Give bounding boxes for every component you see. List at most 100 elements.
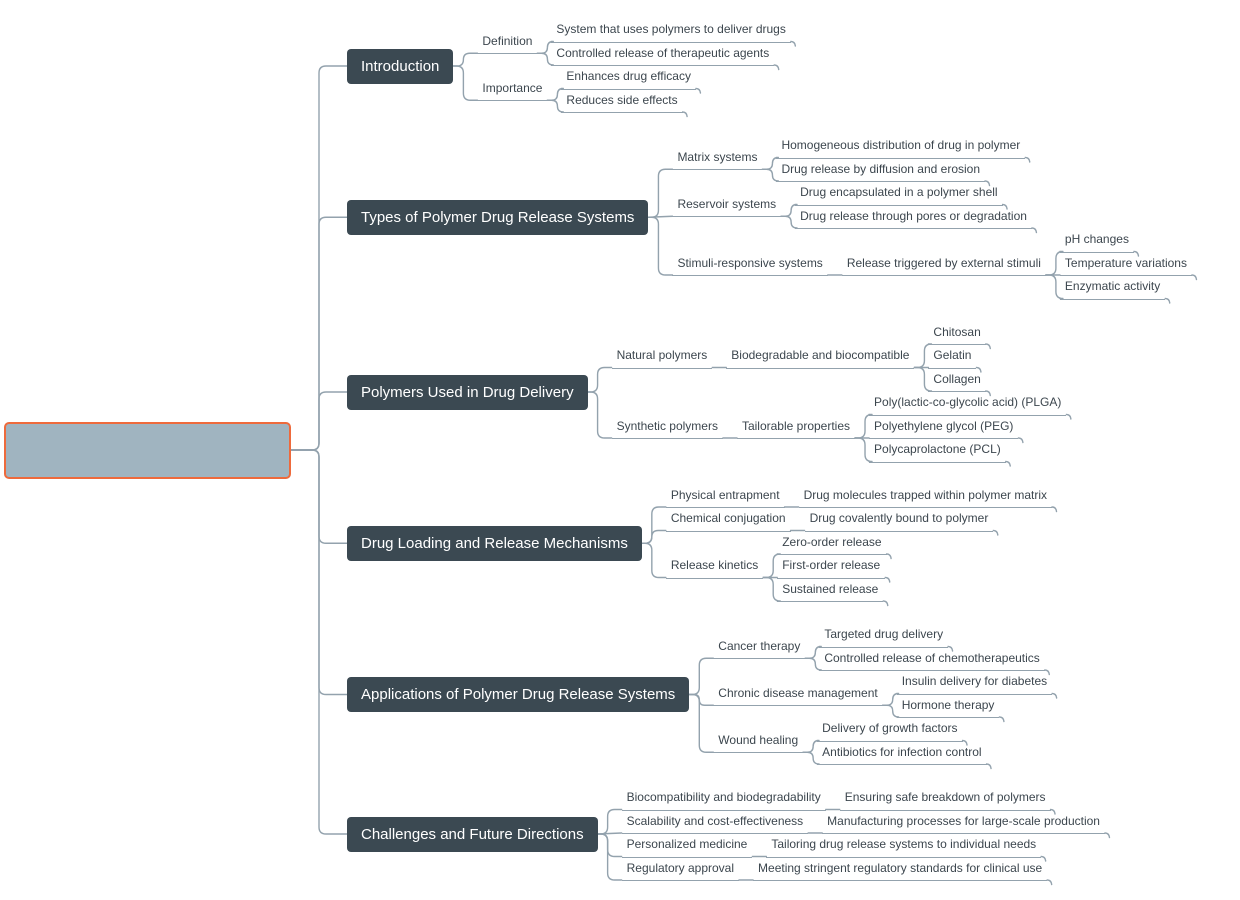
mindmap-row: Reservoir systems Drug encapsulated in a … [672, 182, 1192, 229]
leaf-topic-node[interactable]: Homogeneous distribution of drug in poly… [776, 135, 1026, 159]
leaf-topic-node[interactable]: Drug release through pores or degradatio… [795, 206, 1032, 229]
subtopic-node[interactable]: Cancer therapy [713, 636, 806, 660]
mindmap-row: Antibiotics for infection control [817, 742, 987, 765]
node-label: Drug encapsulated in a polymer shell [800, 185, 998, 199]
main-topic-node[interactable]: Challenges and Future Directions [347, 816, 598, 852]
leaf-topic-node[interactable]: Poly(lactic-co-glycolic acid) (PLGA) [869, 392, 1067, 416]
leaf-topic-node[interactable]: Drug molecules trapped within polymer ma… [798, 485, 1052, 508]
node-label: Applications of Polymer Drug Release Sys… [361, 686, 676, 703]
node-label: Enzymatic activity [1064, 279, 1161, 293]
leaf-topic-node[interactable]: Hormone therapy [896, 695, 1000, 718]
leaf-topic-node[interactable]: Drug release by diffusion and erosion [776, 159, 986, 182]
mindmap-row: Drug encapsulated in a polymer shell [795, 182, 1032, 206]
node-label: Antibiotics for infection control [822, 744, 982, 759]
leaf-topic-node[interactable]: First-order release [777, 555, 886, 579]
subtopic-node[interactable]: Biodegradable and biocompatible [726, 345, 915, 369]
leaf-topic-node[interactable]: Collagen [928, 369, 986, 392]
main-topic-node[interactable]: Applications of Polymer Drug Release Sys… [347, 677, 690, 712]
leaf-topic-node[interactable]: Drug covalently bound to polymer [804, 508, 994, 532]
leaf-topic-node[interactable]: Delivery of growth factors [817, 718, 963, 742]
node-label: Scalability and cost-effectiveness [626, 813, 804, 828]
mindmap-row: Stimuli-responsive systems Release trigge… [672, 229, 1192, 300]
mindmap-row: Matrix systems Homogeneous distribution o… [672, 135, 1192, 182]
subtopic-node[interactable]: Release kinetics [665, 555, 764, 579]
leaf-topic-node[interactable]: Antibiotics for infection control [817, 742, 987, 765]
node-label: Types of Polymer Drug Release Systems [361, 208, 635, 226]
subtopic-node[interactable]: Release triggered by external stimuli [841, 253, 1046, 276]
main-topic-node[interactable]: Polymers Used in Drug Delivery [347, 374, 588, 410]
leaf-topic-node[interactable]: Tailoring drug release systems to indivi… [766, 834, 1042, 858]
subtopic-node[interactable]: Definition [477, 31, 538, 55]
children-group: Drug covalently bound to polymer [804, 508, 994, 532]
mindmap-row: Tailoring drug release systems to indivi… [766, 834, 1042, 858]
leaf-topic-node[interactable]: Targeted drug delivery [819, 624, 949, 648]
node-label: Tailorable properties [741, 418, 851, 433]
children-group: Manufacturing processes for large-scale … [822, 811, 1105, 834]
leaf-topic-node[interactable]: Ensuring safe breakdown of polymers [839, 787, 1051, 811]
leaf-topic-node[interactable]: Meeting stringent regulatory standards f… [753, 858, 1048, 881]
children-group: System that uses polymers to deliver dru… [551, 19, 791, 66]
node-label: Controlled release of therapeutic agents [556, 45, 770, 60]
subtopic-node[interactable]: Synthetic polymers [611, 416, 723, 439]
connector-path [1191, 274, 1198, 281]
leaf-topic-node[interactable]: Controlled release of chemotherapeutics [819, 648, 1045, 671]
children-group: Tailoring drug release systems to indivi… [766, 834, 1042, 858]
subtopic-node[interactable]: Importance [477, 78, 548, 102]
leaf-topic-node[interactable]: Polyethylene glycol (PEG) [869, 416, 1019, 439]
node-label: Hormone therapy [901, 697, 995, 712]
mindmap-row: Drug molecules trapped within polymer ma… [798, 485, 1052, 508]
root-node[interactable] [4, 421, 291, 479]
leaf-topic-node[interactable]: Reduces side effects [561, 90, 683, 113]
main-topic-node[interactable]: Types of Polymer Drug Release Systems [347, 199, 649, 235]
mindmap-row: Temperature variations [1059, 253, 1192, 276]
subtopic-node[interactable]: Regulatory approval [621, 858, 740, 881]
subtopic-node[interactable]: Stimuli-responsive systems [672, 253, 828, 276]
leaf-topic-node[interactable]: Insulin delivery for diabetes [896, 671, 1053, 695]
children-group: Definition System that uses polymers to d… [477, 19, 791, 113]
leaf-topic-node[interactable]: Temperature variations [1059, 253, 1192, 276]
leaf-topic-node[interactable]: Manufacturing processes for large-scale … [822, 811, 1105, 834]
mindmap-row: Collagen [928, 369, 986, 392]
leaf-topic-node[interactable]: Polycaprolactone (PCL) [869, 439, 1006, 463]
node-label: Polymers Used in Drug Delivery [361, 383, 574, 401]
subtopic-node[interactable]: Chronic disease management [713, 683, 883, 707]
leaf-topic-node[interactable]: Drug encapsulated in a polymer shell [795, 182, 1003, 206]
leaf-topic-node[interactable]: Enhances drug efficacy [561, 66, 696, 90]
subtopic-node[interactable]: Natural polymers [611, 345, 713, 369]
node-label: Drug Loading and Release Mechanisms [361, 534, 628, 552]
leaf-topic-node[interactable]: Zero-order release [777, 532, 887, 555]
mindmap-row: Insulin delivery for diabetes [896, 671, 1053, 695]
leaf-topic-node[interactable]: Enzymatic activity [1059, 276, 1166, 300]
subtopic-node[interactable]: Reservoir systems [672, 194, 782, 218]
leaf-topic-node[interactable]: Chitosan [928, 322, 986, 345]
children-group: Meeting stringent regulatory standards f… [753, 858, 1048, 881]
mindmap-row: pH changes [1059, 229, 1192, 253]
subtopic-node[interactable]: Personalized medicine [621, 834, 753, 858]
subtopic-node[interactable]: Scalability and cost-effectiveness [621, 811, 809, 834]
children-group: Poly(lactic-co-glycolic acid) (PLGA)Poly… [869, 392, 1067, 463]
subtopic-node[interactable]: Chemical conjugation [665, 508, 791, 532]
node-label: Zero-order release [782, 534, 882, 549]
main-topic-node[interactable]: Drug Loading and Release Mechanisms [347, 525, 642, 561]
subtopic-node[interactable]: Tailorable properties [736, 416, 856, 439]
main-topic-node[interactable]: Introduction [347, 48, 454, 84]
leaf-topic-node[interactable]: Controlled release of therapeutic agents [551, 43, 775, 66]
subtopic-node[interactable]: Physical entrapment [665, 485, 785, 508]
node-label: System that uses polymers to deliver dru… [556, 22, 786, 36]
leaf-topic-node[interactable]: Sustained release [777, 579, 884, 602]
leaf-topic-node[interactable]: Gelatin [928, 345, 977, 369]
node-label: Sustained release [782, 581, 879, 596]
subtopic-node[interactable]: Wound healing [713, 730, 804, 754]
subtopic-node[interactable]: Matrix systems [672, 147, 763, 171]
mindmap-row: Polycaprolactone (PCL) [869, 439, 1066, 463]
leaf-topic-node[interactable]: System that uses polymers to deliver dru… [551, 19, 791, 43]
node-label: Manufacturing processes for large-scale … [827, 813, 1100, 828]
leaf-topic-node[interactable]: pH changes [1059, 229, 1134, 253]
subtopic-node[interactable]: Biocompatibility and biodegradability [621, 787, 826, 811]
children-group: Introduction Definition System that uses p… [347, 8, 1192, 892]
